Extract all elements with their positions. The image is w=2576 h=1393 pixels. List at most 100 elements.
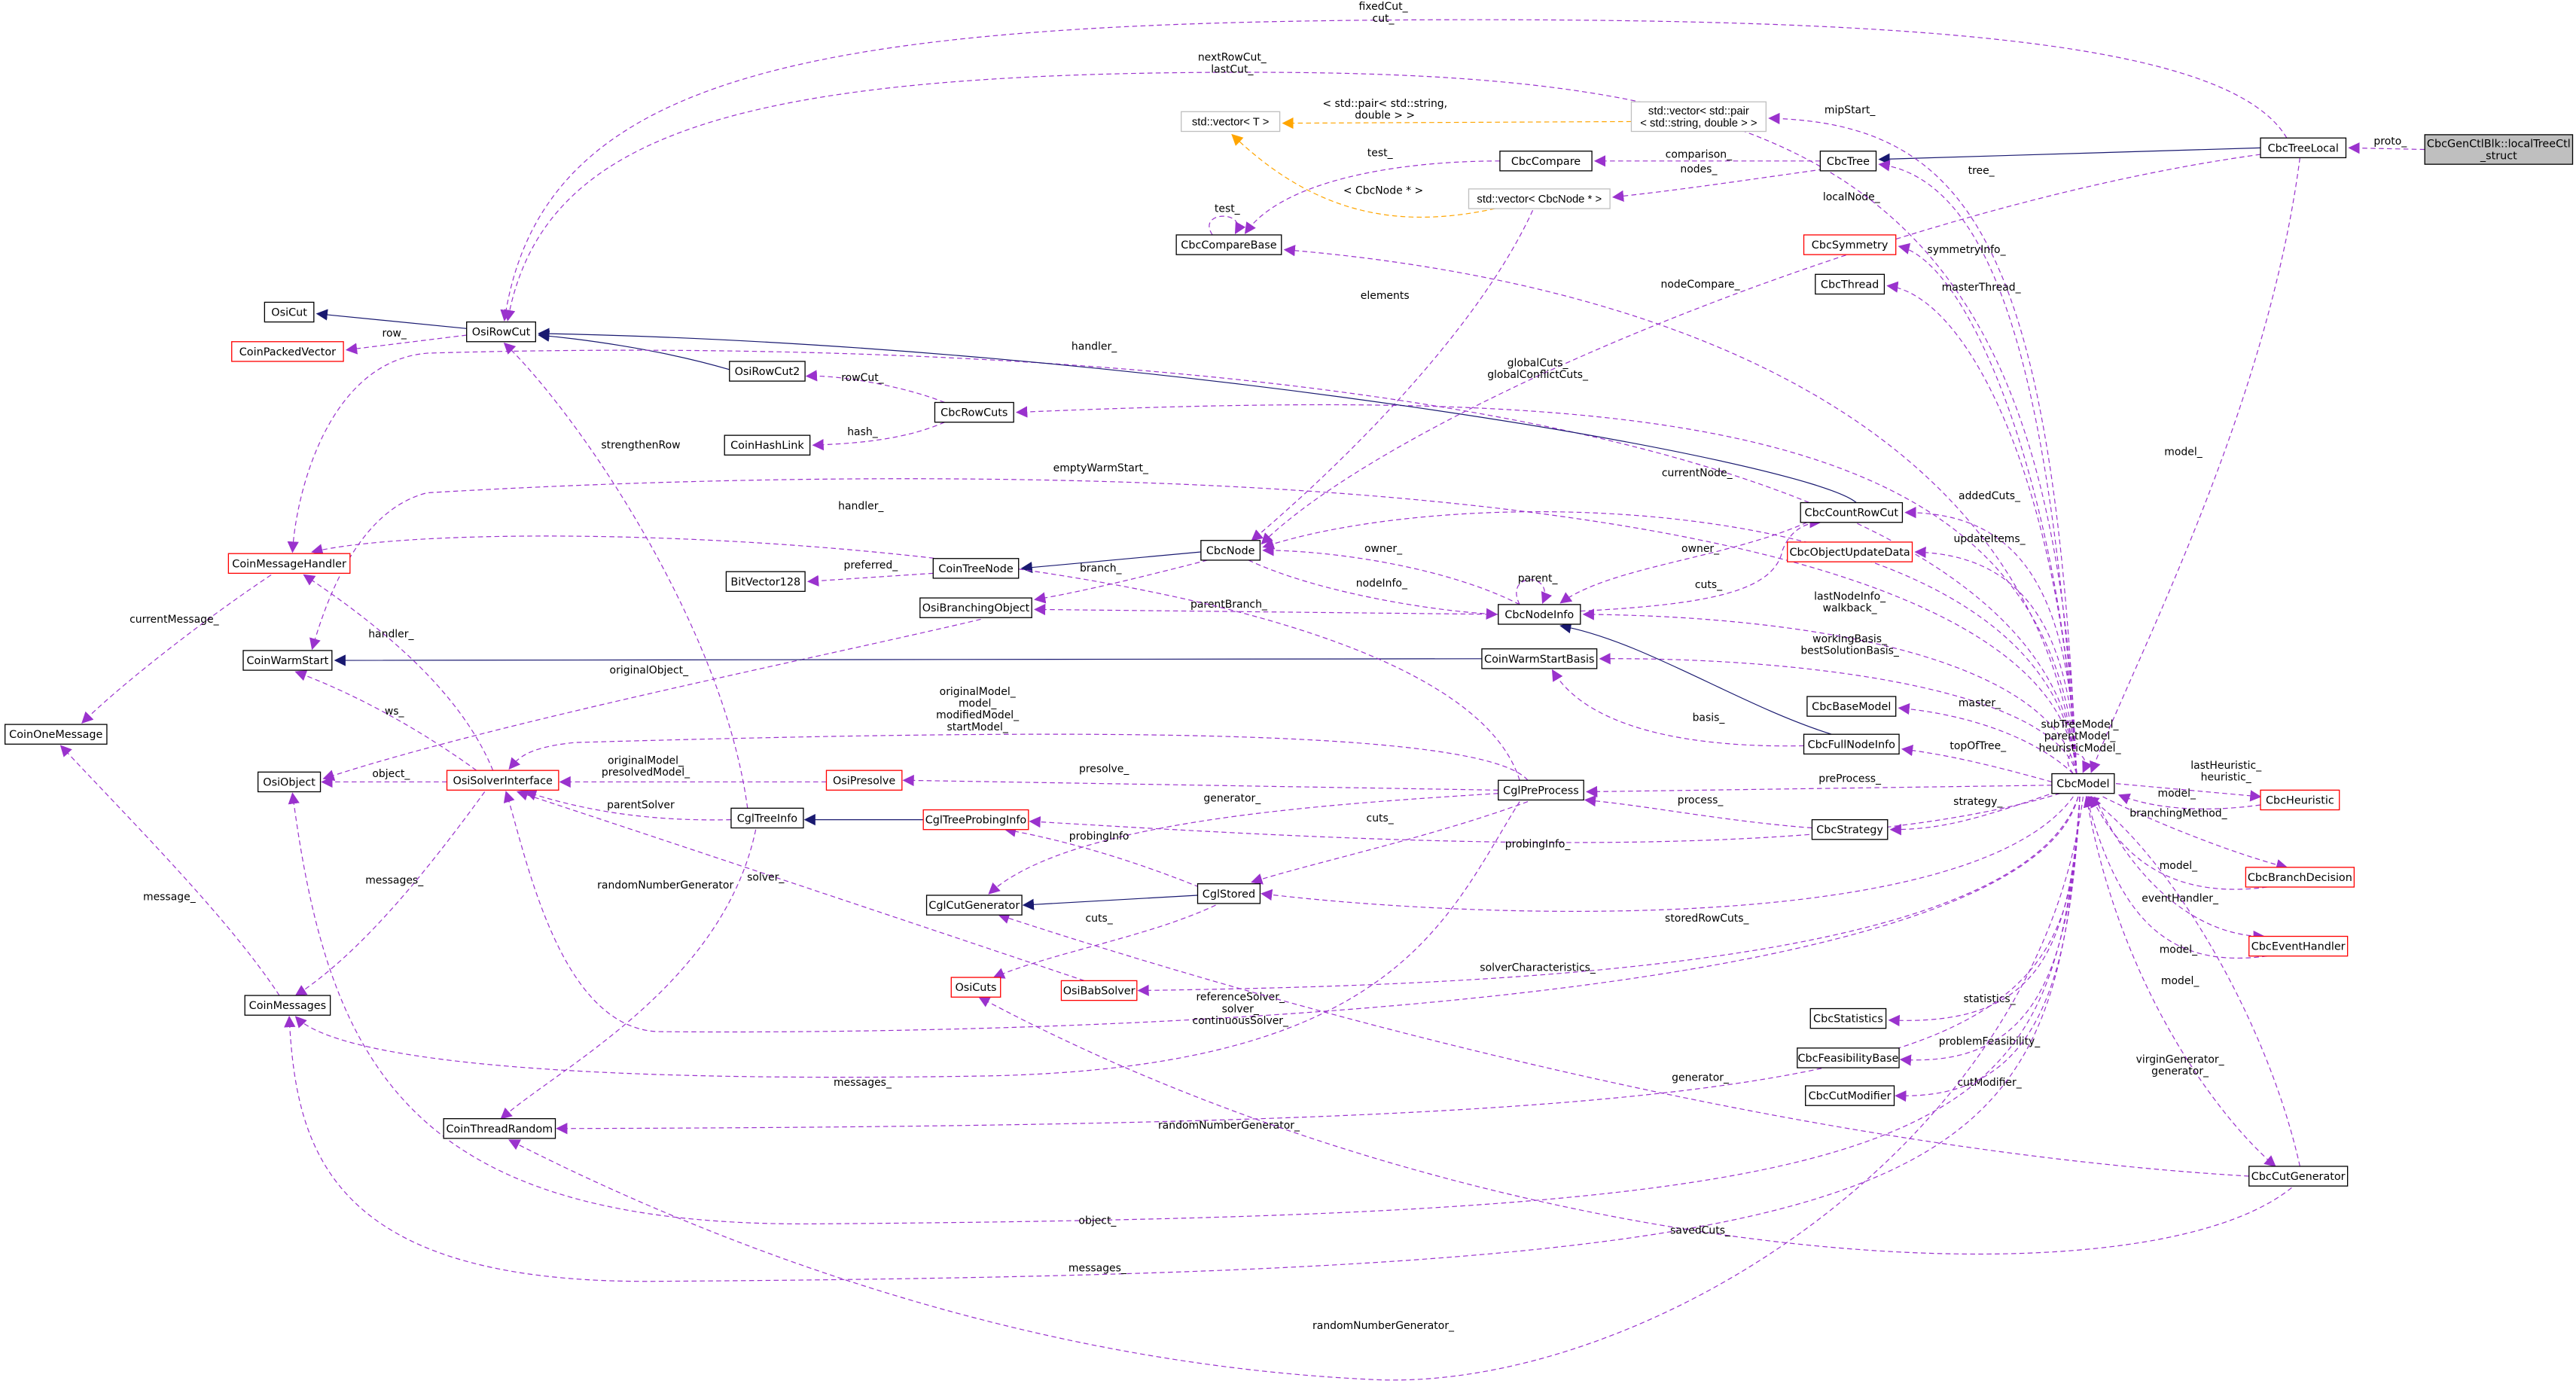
node-label: CbcObjectUpdateData (1789, 547, 1910, 559)
node-box (950, 977, 1001, 998)
class-node-CbcStatistics[interactable]: CbcStatistics (1809, 1007, 1887, 1029)
edge-CbcModel-to-CbcRowCuts: globalCuts_globalConflictCuts_ (1016, 357, 2078, 774)
edge-label: workingBasis_ (1812, 633, 1888, 645)
node-label: CbcFullNodeInfo (1808, 739, 1896, 751)
edge-line (902, 774, 1498, 791)
class-node-CbcSymmetry[interactable]: CbcSymmetry (1803, 234, 1897, 255)
class-node-OsiBabSolver[interactable]: OsiBabSolver (1060, 980, 1138, 1001)
edge-label: solver_ (1222, 1003, 1260, 1015)
class-node-CbcNodeInfo[interactable]: CbcNodeInfo (1498, 604, 1581, 625)
class-node-CbcNode[interactable]: CbcNode (1200, 540, 1261, 561)
class-node-vecNode[interactable]: std::vector< CbcNode * > (1468, 188, 1611, 209)
class-node-OsiRowCut2[interactable]: OsiRowCut2 (729, 361, 806, 382)
edge-label: probingInfo_ (1505, 839, 1572, 851)
class-node-CbcFullNodeInfo[interactable]: CbcFullNodeInfo (1803, 733, 1900, 755)
class-node-vecT[interactable]: std::vector< T > (1181, 111, 1281, 133)
class-node-CoinHashLink[interactable]: CoinHashLink (724, 434, 811, 456)
edge-CbcModel-to-CbcObjectUpdateData: updateItems_ (1914, 533, 2078, 774)
edge-label: < std::pair< std::string, (1322, 98, 1447, 110)
edge-line (303, 574, 494, 771)
node-layer: CbcGenCtlBlk::localTreeCtl_structCbcTree… (5, 101, 2574, 1187)
edge-CbcRowCuts-to-CoinHashLink: hash_ (812, 422, 945, 451)
class-node-CbcHeuristic[interactable]: CbcHeuristic (2260, 789, 2340, 811)
edge-line (1559, 622, 1832, 735)
node-box (1481, 648, 1598, 669)
class-node-CglPreProcess[interactable]: CglPreProcess (1498, 779, 1584, 801)
class-node-CbcObjectUpdateData[interactable]: CbcObjectUpdateData (1787, 541, 1913, 562)
edge-label: handler_ (368, 628, 414, 640)
class-node-CbcFeasibilityBase[interactable]: CbcFeasibilityBase (1797, 1047, 1900, 1068)
class-node-CglStored[interactable]: CglStored (1197, 883, 1261, 904)
edge-label: parentBranch_ (1190, 599, 1268, 611)
class-node-CglTreeInfo[interactable]: CglTreeInfo (730, 807, 804, 829)
edge-label: ws_ (385, 706, 405, 718)
edge-OsiSolverInterface-to-OsiObject: object_ (321, 768, 447, 788)
class-node-BitVector128[interactable]: BitVector128 (725, 571, 806, 593)
class-node-CbcRowCuts[interactable]: CbcRowCuts (934, 401, 1014, 423)
class-node-CbcThread[interactable]: CbcThread (1815, 273, 1886, 295)
class-node-OsiObject[interactable]: OsiObject (257, 771, 322, 793)
node-label: CbcCutModifier (1809, 1090, 1892, 1102)
edge-line (538, 330, 730, 370)
node-box (1806, 696, 1897, 717)
node-box (2424, 134, 2574, 165)
edge-line (1904, 507, 2078, 774)
class-node-CbcTreeLocal[interactable]: CbcTreeLocal (2260, 137, 2347, 159)
class-node-CbcCutModifier[interactable]: CbcCutModifier (1805, 1085, 1895, 1106)
node-box (825, 770, 903, 791)
class-node-CoinWarmStartBasis[interactable]: CoinWarmStartBasis (1481, 648, 1598, 669)
edge-line (1516, 579, 1553, 605)
class-node-OsiCuts[interactable]: OsiCuts (950, 977, 1001, 998)
class-node-CoinWarmStart[interactable]: CoinWarmStart (242, 650, 333, 671)
class-node-CoinOneMessage[interactable]: CoinOneMessage (5, 724, 108, 745)
class-node-CoinTreeNode[interactable]: CoinTreeNode (932, 558, 1020, 579)
edge-CbcEventHandler-to-CbcModel: model_ (2083, 795, 2267, 959)
class-node-CbcCompareBase[interactable]: CbcCompareBase (1175, 234, 1282, 255)
edge-CbcNodeInfo-to-OsiBranchingObject: parentBranch_ (1034, 599, 1498, 616)
edge-CbcModel-to-CglPreProcess: preProcess_ (1586, 773, 2052, 797)
edge-label: startModel_ (947, 721, 1008, 733)
class-node-CoinPackedVector[interactable]: CoinPackedVector (231, 341, 344, 362)
edge-label: model_ (2160, 943, 2198, 956)
node-label: CglTreeInfo (737, 812, 798, 825)
class-node-OsiCut[interactable]: OsiCut (264, 301, 315, 323)
edge-line (998, 913, 2249, 1177)
edge-CbcCompare-to-CbcCompareBase: test_ (1244, 147, 1500, 235)
node-label: CglStored (1203, 889, 1255, 901)
class-node-OsiRowCut[interactable]: OsiRowCut (466, 321, 536, 343)
class-node-CoinThreadRandom[interactable]: CoinThreadRandom (443, 1118, 556, 1139)
edge-label: comparison_ (1666, 148, 1733, 160)
node-box (227, 553, 351, 575)
edge-CbcModel-to-vecPair: mipStart_ (1768, 105, 2078, 774)
class-node-CbcCompare[interactable]: CbcCompare (1499, 151, 1593, 172)
edge-line (81, 575, 272, 724)
class-node-CglTreeProbingInfo[interactable]: CglTreeProbingInfo (922, 809, 1029, 831)
edge-line (1034, 559, 1208, 604)
class-node-OsiPresolve[interactable]: OsiPresolve (825, 770, 903, 791)
node-label: CoinPackedVector (239, 346, 336, 358)
edge-label: proto_ (2373, 136, 2407, 148)
class-node-CbcEventHandler[interactable]: CbcEventHandler (2248, 935, 2349, 957)
class-node-CglCutGenerator[interactable]: CglCutGenerator (925, 895, 1023, 916)
class-node-CoinMessageHandler[interactable]: CoinMessageHandler (227, 553, 351, 575)
edge-CglTreeInfo-to-CoinThreadRandom: randomNumberGenerator (500, 829, 757, 1120)
class-node-CbcBranchDecision[interactable]: CbcBranchDecision (2245, 867, 2355, 888)
class-node-OsiBranchingObject[interactable]: OsiBranchingObject (919, 597, 1032, 618)
class-node-CbcStrategy[interactable]: CbcStrategy (1811, 818, 1889, 840)
edge-CbcTreeLocal-to-CbcNode: localNode_ (1261, 154, 2261, 545)
class-node-CbcCountRowCut[interactable]: CbcCountRowCut (1800, 501, 1904, 523)
class-node-CbcTree[interactable]: CbcTree (1819, 151, 1877, 172)
edge-CglPreProcess-to-OsiSolverInterface: originalModel_model_modifiedModel_startM… (508, 686, 1529, 781)
class-node-CbcCutGenerator[interactable]: CbcCutGenerator (2248, 1166, 2349, 1187)
class-node-CbcModel[interactable]: CbcModel (2051, 773, 2115, 794)
edge-CbcCompareBase-to-CbcCompareBase: test_ (1209, 203, 1246, 236)
node-box (2248, 935, 2349, 957)
class-node-CoinMessages[interactable]: CoinMessages (244, 995, 331, 1016)
class-node-vecPair[interactable]: std::vector< std::pair< std::string, dou… (1630, 101, 1767, 133)
class-node-OsiSolverInterface[interactable]: OsiSolverInterface (446, 770, 559, 791)
edge-CbcModel-to-CoinWarmStart: emptyWarmStart_ (309, 462, 2078, 774)
edge-label: cuts_ (1085, 913, 1113, 925)
edge-line (1209, 215, 1246, 236)
class-node-CbcBaseModel[interactable]: CbcBaseModel (1806, 696, 1897, 717)
